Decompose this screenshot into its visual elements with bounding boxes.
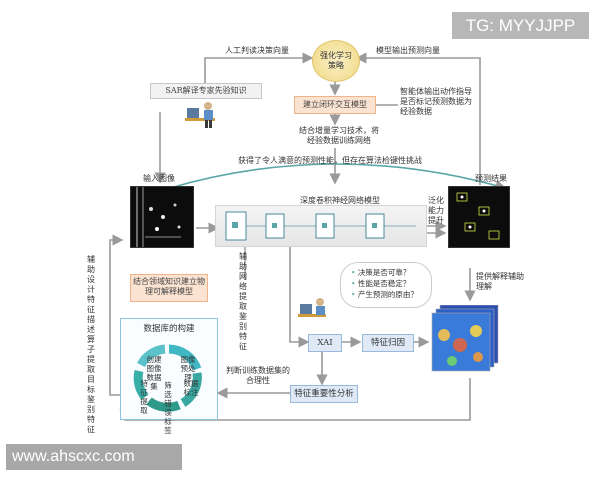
prediction-result-stack: [448, 186, 510, 248]
policy-node-label: 强化学习策略: [320, 51, 352, 70]
arrow-to-policy-left: [204, 52, 314, 90]
dataset-judgment-note: 判断训练数据集的合理性: [226, 366, 290, 385]
step-data-annotation: 数据标注: [183, 379, 199, 397]
xai-box: XAI: [308, 334, 342, 352]
satisfied-performance-label: 获得了令人满意的预测性能，但存在算法检键性挑战: [238, 156, 422, 165]
generalization-label: 泛化能力提升: [428, 196, 444, 225]
database-title: 数据库的构建: [143, 324, 195, 334]
policy-node: 强化学习策略: [312, 40, 360, 82]
left-arrow-label: 人工判读决策向量: [225, 46, 289, 55]
prediction-result-label: 预测结果: [475, 174, 507, 183]
database-cycle-ring: [133, 344, 202, 412]
step-image-preprocess: 图像预处理: [180, 355, 196, 382]
agent-output-note: 智能体输出动作指导是否标记预测数据为经验数据: [400, 87, 472, 116]
design-operator-vertical: 辅助设计特征描述算子提取目标鉴别特征: [87, 255, 95, 434]
input-image-label: 输入图像: [143, 174, 175, 183]
input-image-stack: [130, 186, 194, 248]
step-feature-extract: 特征提取: [140, 379, 148, 415]
question-reason: • 产生预测的原由？: [351, 290, 418, 299]
feature-attribution-box: 特征归因: [362, 334, 414, 352]
analyst-computer-icon: [296, 296, 332, 326]
heatmap-stack: [430, 304, 502, 375]
feature-importance-box: 特征重要性分析: [290, 385, 358, 403]
left-loop: [109, 234, 124, 396]
arrow-from-output-to-policy: [355, 52, 481, 185]
expert-computer-icon: [183, 98, 223, 132]
question-bubble: • 决策是否可靠？ • 性能是否稳定？ • 产生预测的原由？: [340, 262, 432, 308]
right-arrow-label: 模型输出预测向量: [376, 46, 440, 55]
incremental-learning-note: 结合增量学习技术，将经验数据训练网络: [299, 126, 379, 145]
question-stable: • 性能是否稳定？: [351, 279, 411, 288]
aux-network-vertical: 辅助网络提取鉴别特征: [239, 252, 247, 351]
question-reliable: • 决策是否可靠？: [351, 268, 411, 277]
cnn-model-panel: [215, 205, 427, 247]
step-filter-labels: 筛选错误标签: [164, 381, 172, 435]
cnn-model-label: 深度卷积神经网络模型: [300, 196, 380, 205]
closed-loop-box: 建立闭环交互模型: [294, 96, 376, 114]
expert-knowledge-box: SAR解译专家先验知识: [150, 83, 262, 99]
satisfied-curve: [169, 163, 507, 191]
database-panel: 数据库的构建 图像预处理 数据标注 筛选错误标签 特征提取 创建图像数据集: [120, 318, 218, 435]
step-create-dataset: 创建图像数据集: [146, 355, 162, 391]
watermark-bottom: www.ahscxc.com: [6, 444, 182, 470]
arrow-cnn-to-xai: [289, 240, 310, 348]
watermark-top: TG: MYYJJPP: [452, 12, 589, 39]
explain-assist-note: 提供解释辅助理解: [476, 272, 524, 291]
physics-model-box: 结合领域知识建立物理可解释模型: [130, 274, 208, 302]
